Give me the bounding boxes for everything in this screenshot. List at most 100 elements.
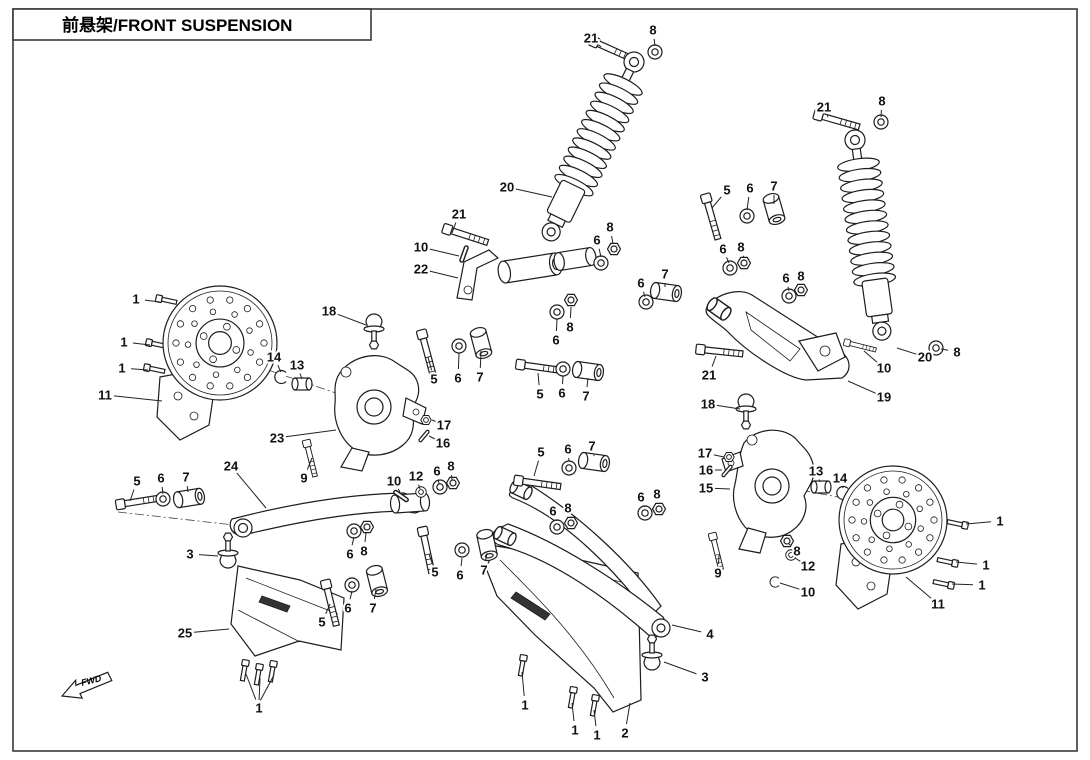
leader-line — [863, 350, 878, 363]
callout-12: 12 — [407, 467, 425, 490]
washer-part — [638, 294, 654, 310]
part-number-label: 13 — [290, 358, 304, 373]
fwd-arrow-icon — [60, 671, 113, 699]
callout-14: 14 — [265, 348, 284, 373]
callout-25: 25 — [176, 624, 230, 643]
castle-nut-part — [420, 415, 432, 425]
washer-part — [873, 114, 889, 130]
leader-line — [951, 583, 974, 586]
leader-line — [742, 255, 745, 259]
part-number-label: 6 — [552, 333, 559, 348]
leader-line — [428, 435, 436, 440]
part-number-label: 3 — [186, 547, 193, 562]
callout-15: 15 — [697, 479, 731, 498]
leader-line — [716, 404, 741, 410]
leader-line — [779, 582, 800, 590]
callout-10: 10 — [863, 350, 893, 378]
part-number-label: 1 — [132, 292, 139, 307]
part-number-label: 6 — [593, 233, 600, 248]
bushing-part — [364, 563, 390, 599]
callout-1: 1 — [965, 512, 1006, 531]
nut-part — [563, 516, 579, 530]
snap-ring-part — [769, 576, 780, 588]
leader-line — [940, 348, 949, 351]
part-number-label: 10 — [877, 361, 891, 376]
leader-line — [611, 235, 614, 245]
callout-6: 6 — [591, 231, 603, 258]
screw-part — [932, 577, 956, 591]
ball-joint-part — [735, 393, 757, 430]
callout-6: 6 — [562, 440, 574, 462]
lower-a-arm-right — [491, 478, 671, 640]
screw-part — [154, 293, 178, 307]
part-number-label: 8 — [797, 269, 804, 284]
guard-logo — [258, 595, 291, 613]
part-number-label: 10 — [414, 240, 428, 255]
bushing-part — [171, 487, 207, 509]
part-number-label: 10 — [387, 474, 401, 489]
callout-6: 6 — [431, 462, 443, 485]
callout-line — [259, 674, 275, 701]
callout-21: 21 — [700, 355, 718, 385]
leader-line — [364, 532, 367, 543]
callout-5: 5 — [711, 181, 733, 209]
c-clip-part — [274, 369, 287, 385]
washer-part — [593, 255, 609, 271]
part-number-label: 7 — [661, 267, 668, 282]
part-number-label: 6 — [719, 242, 726, 257]
leader-line — [397, 488, 401, 493]
callout-9: 9 — [712, 554, 724, 583]
part-number-label: 22 — [414, 262, 428, 277]
leader-line — [896, 347, 917, 355]
leader-line — [598, 248, 602, 258]
callout-7: 7 — [768, 177, 780, 204]
part-number-label: 20 — [500, 180, 514, 195]
washer-part — [344, 577, 360, 593]
part-number-label: 18 — [701, 397, 715, 412]
part-number-label: 16 — [699, 463, 713, 478]
part-number-label: 21 — [452, 207, 466, 222]
part-number-label: 16 — [436, 436, 450, 451]
part-number-label: 1 — [593, 728, 600, 743]
part-number-label: 12 — [409, 469, 423, 484]
leader-line — [562, 375, 564, 385]
leader-line — [429, 270, 459, 279]
leader-line — [485, 552, 488, 562]
leader-line — [130, 368, 149, 371]
callout-7: 7 — [367, 588, 379, 618]
leader-line — [794, 557, 801, 562]
callout-7: 7 — [478, 552, 490, 580]
callout-21: 21 — [450, 205, 468, 234]
callout-1: 1 — [569, 702, 581, 740]
leader-line — [714, 487, 731, 490]
part-number-label: 8 — [653, 487, 660, 502]
shock-absorber — [837, 129, 897, 341]
part-number-label: 12 — [801, 559, 815, 574]
part-number-label: 8 — [566, 320, 573, 335]
washer-part — [432, 479, 448, 495]
washer-part — [451, 338, 467, 354]
leader-line — [643, 291, 646, 298]
generated-parts-layer — [162, 51, 948, 575]
callout-20: 20 — [498, 178, 553, 198]
leader-line — [515, 188, 553, 198]
part-number-label: 5 — [536, 387, 543, 402]
part-number-label: 1 — [571, 723, 578, 738]
callout-1: 1 — [130, 290, 161, 309]
part-number-label: 5 — [723, 183, 730, 198]
leader-line — [427, 356, 433, 371]
leader-line — [325, 603, 331, 615]
leader-line — [533, 460, 539, 477]
callout-11: 11 — [905, 576, 947, 614]
leader-line — [129, 489, 135, 502]
callout-6: 6 — [155, 469, 167, 495]
callout-8: 8 — [604, 218, 616, 245]
leader-line — [460, 557, 463, 567]
washer-part — [346, 523, 362, 539]
callout-6: 6 — [547, 502, 559, 522]
page-title: 前悬架/FRONT SUSPENSION — [62, 15, 292, 35]
part-number-label: 14 — [833, 471, 848, 486]
callout-6: 6 — [342, 590, 354, 618]
leader-line — [718, 554, 720, 565]
